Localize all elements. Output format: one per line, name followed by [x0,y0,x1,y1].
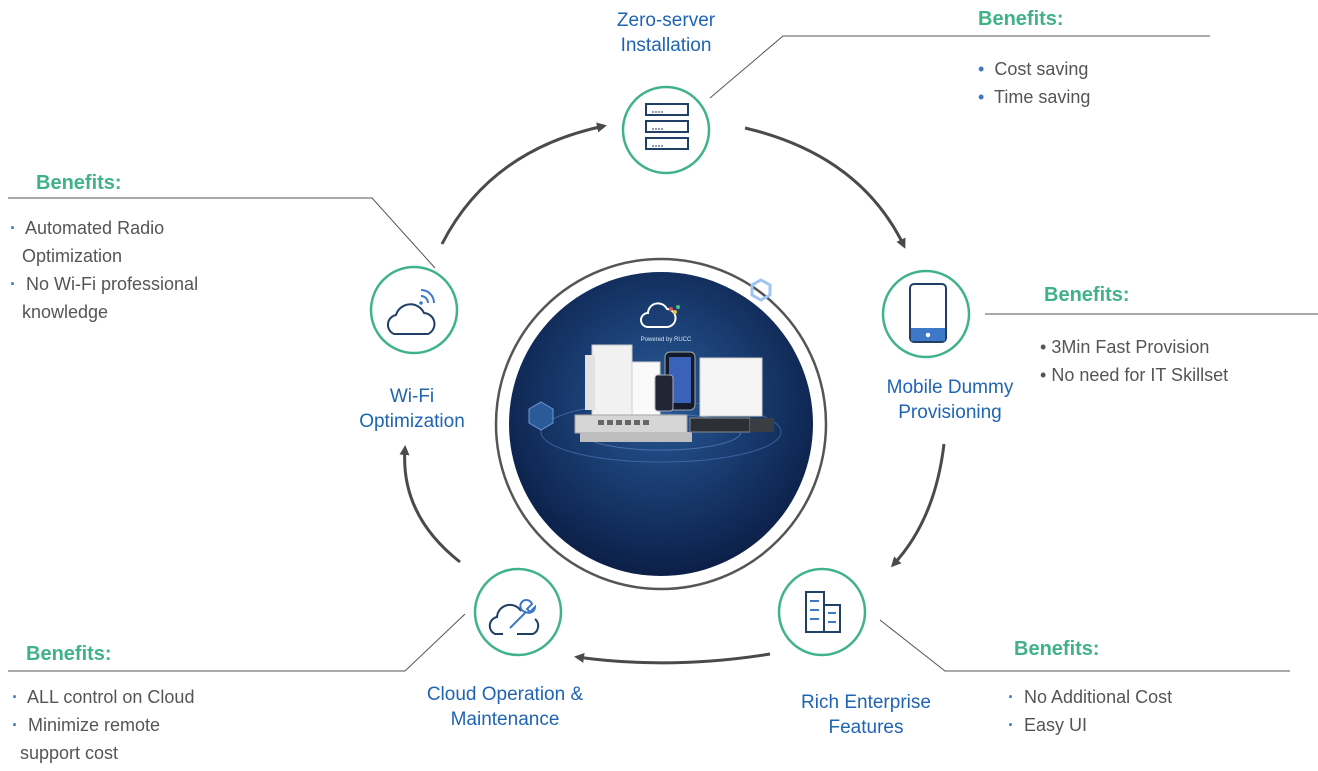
benefits-rich-enterprise: Benefits: [1014,638,1100,661]
benefit-item: • Cost saving [978,55,1090,83]
tablet-icon [909,283,947,343]
cloud-wifi-icon [386,289,436,335]
node-zero-server [621,85,711,175]
bullet-icon: • [978,59,985,79]
benefit-text: knowledge [22,302,109,322]
benefit-item: · No Wi-Fi professional [10,270,198,298]
node-label-line: Maintenance [450,709,560,730]
node-label-line: Mobile Dummy [886,377,1014,398]
benefit-text: Automated Radio [25,218,165,238]
arrow-cloud-to-wifi [399,445,461,564]
bullet-icon: · [1008,687,1014,707]
benefits-title: Benefits: [978,8,1064,30]
benefits-rich-enterprise-items: · No Additional Cost · Easy UI [1008,683,1172,739]
connector-cloud-operation [8,613,466,672]
benefits-mobile-dummy-items: • 3Min Fast Provision • No need for IT S… [1040,333,1228,389]
benefit-connectors [8,35,1318,672]
benefit-text: Optimization [22,246,123,266]
bullet-icon: • [1040,365,1047,385]
benefits-title: Benefits: [1044,284,1130,306]
node-label-line: Features [828,717,904,738]
node-wifi-optimization [369,265,459,355]
benefits-title: Benefits: [1014,638,1100,660]
node-label-wifi-optimization: Wi-Fi Optimization [312,384,512,434]
benefits-mobile-dummy: Benefits: [1044,284,1130,307]
center-hub: Powered by RUCC [494,257,828,591]
benefits-title: Benefits: [36,172,122,194]
benefit-text: 3Min Fast Provision [1051,337,1210,357]
arrow-zero-to-mobile [744,126,906,249]
node-circle-cloud-operation [473,567,563,657]
benefit-item: · Automated Radio [10,214,198,242]
benefit-item: · ALL control on Cloud [12,683,194,711]
benefits-wifi-optimization: Benefits: [36,172,122,195]
bullet-icon: · [12,687,18,707]
benefits-title: Benefits: [26,643,112,665]
hexagon-icon [750,278,772,302]
benefit-text: Time saving [994,87,1091,107]
node-label-line: Optimization [359,411,465,432]
node-label-zero-server: Zero-server Installation [566,8,766,58]
node-circle-mobile-dummy [881,269,971,359]
benefit-item: • Time saving [978,83,1090,111]
benefit-item: · Easy UI [1008,711,1172,739]
node-label-line: Installation [620,35,712,56]
node-label-line: Cloud Operation & [426,684,584,705]
bullet-icon: · [12,715,18,735]
benefit-item: support cost [12,739,194,767]
hexagon-icon-small [528,401,554,431]
arrow-rich-to-cloud [574,652,771,665]
connector-rich-enterprise [879,619,1290,672]
buildings-icon [805,591,841,633]
connector-wifi-optimization [8,197,436,269]
benefit-text: Cost saving [994,59,1089,79]
node-cloud-operation [473,567,563,657]
node-label-line: Rich Enterprise [801,692,931,713]
network-devices-image [574,344,774,442]
benefit-text: Easy UI [1024,715,1088,735]
server-rack-icon [645,103,689,150]
cycle-arrows [399,122,946,665]
center-brand-caption: Powered by RUCC [641,337,692,343]
arrow-wifi-to-zero [440,122,607,245]
benefits-cloud-operation: Benefits: [26,643,112,666]
benefits-wifi-optimization-items: · Automated Radio Optimization · No Wi-F… [10,214,198,326]
node-mobile-dummy [881,269,971,359]
benefit-item: • 3Min Fast Provision [1040,333,1228,361]
benefit-item: • No need for IT Skillset [1040,361,1228,389]
benefits-zero-server: Benefits: • Cost saving • Time saving [978,8,1090,111]
benefit-item: · Minimize remote [12,711,194,739]
center-outer-ring [494,257,828,591]
benefits-cloud-operation-items: · ALL control on Cloud · Minimize remote… [12,683,194,767]
cloud-logo-icon [640,302,680,329]
benefit-text: support cost [20,743,119,763]
benefit-item: Optimization [10,242,198,270]
node-label-line: Provisioning [898,402,1002,423]
benefit-text: ALL control on Cloud [27,687,195,707]
node-label-rich-enterprise: Rich Enterprise Features [766,690,966,740]
node-rich-enterprise [777,567,867,657]
node-circle-zero-server [621,85,711,175]
benefit-item: knowledge [10,298,198,326]
node-label-line: Zero-server [616,10,716,31]
connector-zero-server [709,35,1210,99]
bullet-icon: · [10,274,16,294]
cloud-wrench-icon [488,599,540,635]
benefit-item: · No Additional Cost [1008,683,1172,711]
bullet-icon: · [10,218,16,238]
benefit-text: No need for IT Skillset [1051,365,1229,385]
bullet-icon: · [1008,715,1014,735]
node-label-line: Wi-Fi [389,386,435,407]
node-label-cloud-operation: Cloud Operation & Maintenance [395,682,615,732]
benefit-text: No Additional Cost [1024,687,1173,707]
bullet-icon: • [978,87,985,107]
node-label-mobile-dummy: Mobile Dummy Provisioning [850,375,1050,425]
bullet-icon: • [1040,337,1047,357]
node-circle-wifi-optimization [369,265,459,355]
benefit-text: Minimize remote [28,715,161,735]
benefit-text: No Wi-Fi professional [26,274,199,294]
node-circle-rich-enterprise [777,567,867,657]
arrow-mobile-to-rich [890,443,946,568]
